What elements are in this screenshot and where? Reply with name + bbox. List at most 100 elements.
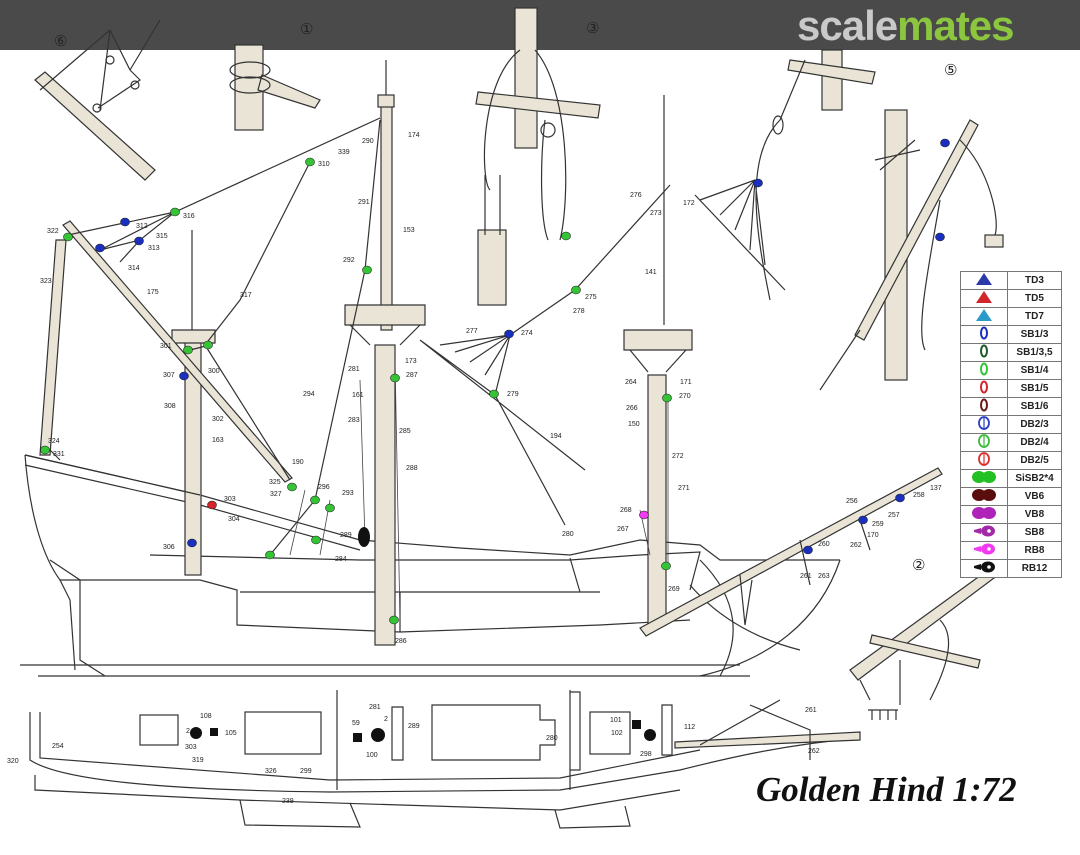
rigging-block-marker bbox=[179, 371, 189, 381]
plan-part-label: 261 bbox=[805, 707, 817, 714]
rigging-part-label: 153 bbox=[403, 227, 415, 234]
rigging-part-label: 278 bbox=[573, 308, 585, 315]
rigging-part-label: 170 bbox=[867, 532, 879, 539]
rigging-part-label: 268 bbox=[620, 507, 632, 514]
rigging-part-label: 269 bbox=[668, 586, 680, 593]
plan-part-label: 102 bbox=[611, 730, 623, 737]
rigging-part-label: 325 bbox=[269, 479, 281, 486]
ring-icon bbox=[980, 344, 988, 358]
rigging-part-label: 259 bbox=[872, 521, 884, 528]
rigging-part-label: 300 bbox=[208, 368, 220, 375]
plan-part-label: 239 bbox=[282, 798, 294, 805]
plan-part-label: 289 bbox=[408, 723, 420, 730]
rigging-part-label: 308 bbox=[164, 403, 176, 410]
deck-plan-view bbox=[20, 664, 861, 829]
logo-text-scale: scale bbox=[797, 2, 898, 49]
rigging-block-marker bbox=[207, 500, 217, 510]
plan-part-label: 280 bbox=[546, 735, 558, 742]
rigging-part-label: 283 bbox=[348, 417, 360, 424]
rigging-part-label: 281 bbox=[348, 366, 360, 373]
detail-2-bowsprit bbox=[849, 569, 995, 720]
rigging-part-label: 171 bbox=[680, 379, 692, 386]
rigging-part-label: 313 bbox=[148, 245, 160, 252]
mizzenmast bbox=[171, 230, 216, 576]
rigging-block-marker bbox=[63, 232, 73, 242]
rigging-part-label: 263 bbox=[818, 573, 830, 580]
legend-label: TD3 bbox=[1007, 271, 1062, 290]
legend-label: VB8 bbox=[1007, 505, 1062, 524]
header-bar bbox=[0, 0, 1080, 50]
legend-icon bbox=[960, 541, 1008, 560]
rigging-part-label: 137 bbox=[930, 485, 942, 492]
legend-icon bbox=[960, 559, 1008, 578]
rigging-part-label: 257 bbox=[888, 512, 900, 519]
plan-part-label: 112 bbox=[684, 724, 695, 731]
legend-row: RB12 bbox=[960, 559, 1062, 578]
rigging-part-label: 141 bbox=[645, 269, 657, 276]
rigging-block-marker bbox=[170, 207, 180, 217]
rigging-block-marker bbox=[287, 482, 297, 492]
rigging-part-label: 315 bbox=[156, 233, 168, 240]
rigging-part-label: 323 bbox=[40, 278, 52, 285]
rigging-part-label: 303 bbox=[224, 496, 236, 503]
foremast bbox=[623, 95, 693, 626]
rigging-part-label: 173 bbox=[405, 358, 417, 365]
legend-row: SB1/6 bbox=[960, 397, 1062, 416]
detail-marker: ③ bbox=[586, 19, 599, 37]
legend-label: RB12 bbox=[1007, 559, 1062, 578]
rigging-block-marker bbox=[389, 615, 399, 625]
rigging-part-label: 317 bbox=[240, 292, 252, 299]
plan-part-label: 254 bbox=[52, 743, 64, 750]
double-icon bbox=[978, 452, 990, 466]
legend-label: TD5 bbox=[1007, 289, 1062, 308]
plan-part-label: 299 bbox=[300, 768, 312, 775]
rigging-part-label: 294 bbox=[303, 391, 315, 398]
rigging-part-label: 290 bbox=[362, 138, 374, 145]
rigging-part-label: 280 bbox=[562, 531, 574, 538]
rigging-part-label: 270 bbox=[679, 393, 691, 400]
hull-side-view bbox=[24, 454, 841, 677]
plan-part-label: 101 bbox=[610, 717, 622, 724]
triangle-icon bbox=[976, 291, 992, 303]
rigging-part-label: 304 bbox=[228, 516, 240, 523]
rigging-part-label: 339 bbox=[338, 149, 350, 156]
legend-icon bbox=[960, 469, 1008, 488]
rigging-block-marker bbox=[265, 550, 275, 560]
legend-row: VB6 bbox=[960, 487, 1062, 506]
legend-label: DB2/3 bbox=[1007, 415, 1062, 434]
rigging-part-label: 275 bbox=[585, 294, 597, 301]
legend-label: SB1/5 bbox=[1007, 379, 1062, 398]
detail-3-mast-blocks bbox=[475, 7, 601, 306]
legend-row: TD5 bbox=[960, 289, 1062, 308]
rigging-block-marker bbox=[858, 515, 868, 525]
rigging-part-label: 266 bbox=[626, 405, 638, 412]
rigging-part-label: 306 bbox=[163, 544, 175, 551]
rigging-part-label: 260 bbox=[818, 541, 830, 548]
rigging-block-marker bbox=[661, 561, 671, 571]
rigging-block-marker bbox=[362, 265, 372, 275]
legend-row: TD3 bbox=[960, 271, 1062, 290]
rigging-part-label: 301 bbox=[160, 343, 172, 350]
plan-part-label: 105 bbox=[225, 730, 237, 737]
triangle-icon bbox=[976, 309, 992, 321]
legend-label: VB6 bbox=[1007, 487, 1062, 506]
double-icon bbox=[978, 416, 990, 430]
legend-row: SiSB2*4 bbox=[960, 469, 1062, 488]
rigging-part-label: 273 bbox=[650, 210, 662, 217]
rigging-part-label: 261 bbox=[800, 573, 812, 580]
plan-part-label: 108 bbox=[200, 713, 212, 720]
pear-icon bbox=[974, 543, 995, 555]
legend-row: SB1/3 bbox=[960, 325, 1062, 344]
plan-part-label: 281 bbox=[369, 704, 381, 711]
plan-part-label: 303 bbox=[185, 744, 197, 751]
rigging-part-label: 331 bbox=[53, 451, 65, 458]
legend-icon bbox=[960, 343, 1008, 362]
lateen-yard bbox=[39, 220, 293, 483]
rigging-part-label: 289 bbox=[340, 532, 352, 539]
rigging-block-marker bbox=[489, 389, 499, 399]
pear-icon bbox=[974, 561, 995, 573]
rigging-part-label: 194 bbox=[550, 433, 562, 440]
detail-marker: ① bbox=[300, 20, 313, 38]
legend-icon bbox=[960, 487, 1008, 506]
